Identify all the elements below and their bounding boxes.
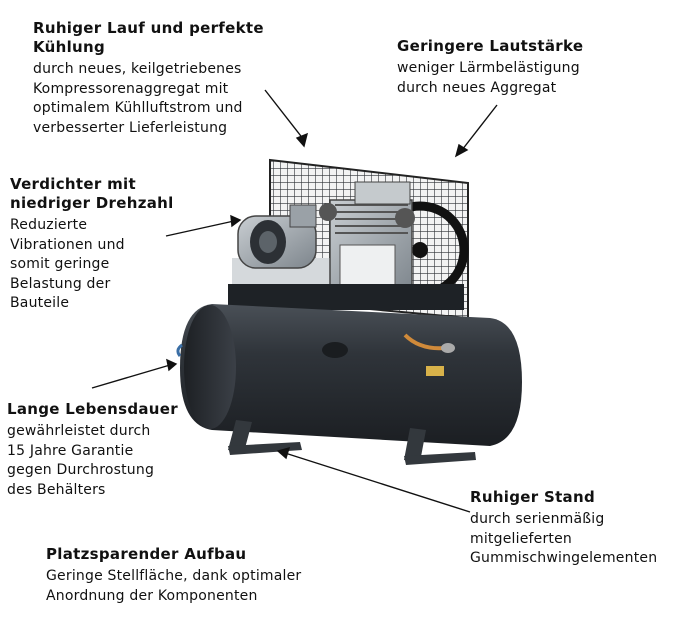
heading-line: niedriger Drehzahl bbox=[10, 194, 174, 212]
feature-heading: Ruhiger Stand bbox=[470, 488, 685, 507]
copper-pipe bbox=[403, 333, 446, 351]
tank-label bbox=[426, 366, 444, 376]
body-line: Vibrationen und bbox=[10, 236, 125, 253]
feature-lebensdauer: Lange Lebensdauer gewährleistet durch 15… bbox=[7, 400, 197, 500]
feature-body: gewährleistet durch 15 Jahre Garantie ge… bbox=[7, 422, 197, 500]
body-line: Bauteile bbox=[10, 295, 70, 311]
feature-aufbau: Platzsparender Aufbau Geringe Stellfläch… bbox=[46, 545, 376, 606]
body-line: Anordnung der Komponenten bbox=[46, 587, 258, 604]
body-line: durch neues, keilgetriebenes bbox=[33, 61, 242, 77]
feature-stand: Ruhiger Stand durch serienmäßig mitgelie… bbox=[470, 488, 685, 569]
body-line: des Behälters bbox=[7, 481, 106, 498]
heading-line: Platzsparender Aufbau bbox=[46, 545, 247, 563]
body-line: Belastung der bbox=[10, 275, 111, 292]
tank-feet bbox=[228, 420, 476, 465]
mounting-frame bbox=[228, 284, 464, 310]
body-line: somit geringe bbox=[10, 256, 110, 272]
body-line: gegen Durchrostung bbox=[7, 462, 155, 478]
feature-heading: Verdichter mit niedriger Drehzahl bbox=[10, 175, 185, 213]
feature-heading: Ruhiger Lauf und perfekte Kühlung bbox=[33, 19, 293, 57]
body-line: weniger Lärmbelästigung bbox=[397, 60, 580, 76]
body-line: Gummischwingelementen bbox=[470, 550, 658, 566]
body-line: gewährleistet durch bbox=[7, 423, 151, 439]
body-line: optimalem Kühlluftstrom und bbox=[33, 100, 243, 116]
body-line: 15 Jahre Garantie bbox=[7, 442, 134, 459]
heading-line: Verdichter mit bbox=[10, 175, 136, 193]
feature-body: durch neues, keilgetriebenes Kompressore… bbox=[33, 60, 293, 138]
heading-line: Ruhiger Stand bbox=[470, 488, 595, 506]
body-line: verbesserter Lieferleistung bbox=[33, 119, 228, 136]
feature-verdichter: Verdichter mit niedriger Drehzahl Reduzi… bbox=[10, 175, 185, 314]
body-line: Reduzierte bbox=[10, 217, 88, 233]
feature-body: Geringe Stellfläche, dank optimaler Anor… bbox=[46, 567, 376, 606]
air-tank bbox=[176, 304, 522, 446]
feature-ruhiger-lauf: Ruhiger Lauf und perfekte Kühlung durch … bbox=[33, 19, 293, 138]
feature-body: weniger Lärmbelästigung durch neues Aggr… bbox=[397, 59, 647, 98]
feature-heading: Geringere Lautstärke bbox=[397, 37, 647, 56]
pump-head bbox=[319, 181, 415, 296]
heading-line: Ruhiger Lauf und perfekte bbox=[33, 19, 264, 37]
heading-line: Geringere Lautstärke bbox=[397, 37, 584, 55]
heading-line: Kühlung bbox=[33, 38, 106, 56]
heading-line: Lange Lebensdauer bbox=[7, 400, 178, 418]
body-line: Geringe Stellfläche, dank optimaler bbox=[46, 568, 302, 584]
feature-heading: Lange Lebensdauer bbox=[7, 400, 197, 419]
body-line: mitgelieferten bbox=[470, 530, 572, 547]
feature-geringere-lautstaerke: Geringere Lautstärke weniger Lärmbelästi… bbox=[397, 37, 647, 98]
feature-body: durch serienmäßig mitgelieferten Gummisc… bbox=[470, 510, 685, 569]
feature-heading: Platzsparender Aufbau bbox=[46, 545, 376, 564]
feature-body: Reduzierte Vibrationen und somit geringe… bbox=[10, 216, 185, 314]
body-line: Kompressorenaggregat mit bbox=[33, 80, 229, 97]
body-line: durch serienmäßig bbox=[470, 511, 605, 527]
annotation-arrows bbox=[91, 89, 498, 513]
body-line: durch neues Aggregat bbox=[397, 79, 557, 96]
